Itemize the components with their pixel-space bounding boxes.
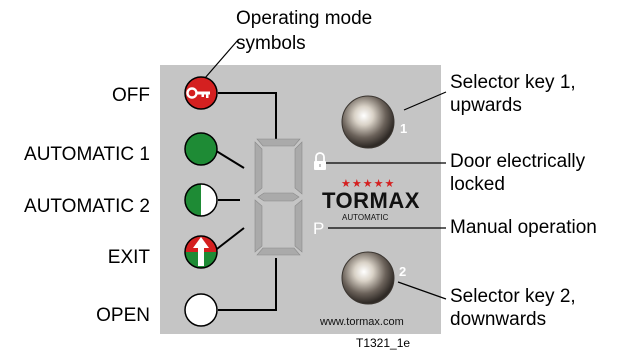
- manual-operation-label: Manual operation: [450, 217, 597, 238]
- segment-g: [257, 192, 300, 202]
- selector-key-2-label-line2: downwards: [450, 309, 547, 330]
- segment-b: [294, 141, 303, 195]
- door-locked-label-line2: locked: [450, 174, 505, 195]
- automatic-2-label: AUTOMATIC 2: [24, 196, 150, 217]
- off-label: OFF: [112, 85, 150, 106]
- open-indicator: [184, 293, 218, 327]
- selector-key-1-label-line1: Selector key 1,: [450, 72, 576, 93]
- automatic-1-indicator: [184, 132, 218, 166]
- mode-symbols-label-line2: symbols: [236, 33, 306, 54]
- brand-name: TORMAX: [322, 188, 420, 213]
- up-arrow-icon: [193, 237, 209, 266]
- door-locked-label-line1: Door electrically: [450, 151, 586, 172]
- open-label: OPEN: [96, 305, 150, 326]
- leader-mode-symbols: [204, 39, 239, 79]
- figure-id: T1321_1e: [356, 336, 411, 350]
- manual-operation-letter: P: [313, 219, 324, 238]
- selector-key-1-label-line2: upwards: [450, 95, 522, 116]
- padlock-icon: [314, 152, 326, 170]
- segment-a: [256, 138, 301, 147]
- segment-c: [294, 199, 303, 253]
- automatic-1-label: AUTOMATIC 1: [24, 144, 150, 165]
- key-icon: [186, 87, 210, 99]
- segment-f: [254, 141, 263, 195]
- selector-key-1-number: 1: [400, 121, 407, 136]
- leader-lines: [204, 39, 447, 300]
- off-indicator: [184, 76, 218, 110]
- selector-key-2[interactable]: 2: [341, 251, 406, 305]
- segment-d: [256, 247, 301, 256]
- panel-url: www.tormax.com: [319, 316, 404, 328]
- selector-key-1[interactable]: 1: [341, 95, 407, 149]
- symbol-connectors: [212, 92, 277, 311]
- exit-indicator: [184, 235, 218, 269]
- selector-key-2-number: 2: [399, 264, 406, 279]
- leader-selector-key-2: [397, 281, 447, 300]
- seven-segment-display: [254, 138, 303, 256]
- segment-e: [254, 199, 263, 253]
- brand-stars: ★★★★★: [341, 177, 395, 190]
- automatic-2-indicator: [184, 183, 218, 217]
- brand-subtitle: AUTOMATIC: [342, 213, 389, 222]
- exit-label: EXIT: [107, 247, 150, 268]
- mode-symbols-label-line1: Operating mode: [236, 8, 373, 29]
- selector-key-2-label-line1: Selector key 2,: [450, 286, 576, 307]
- leader-selector-key-1: [403, 91, 447, 111]
